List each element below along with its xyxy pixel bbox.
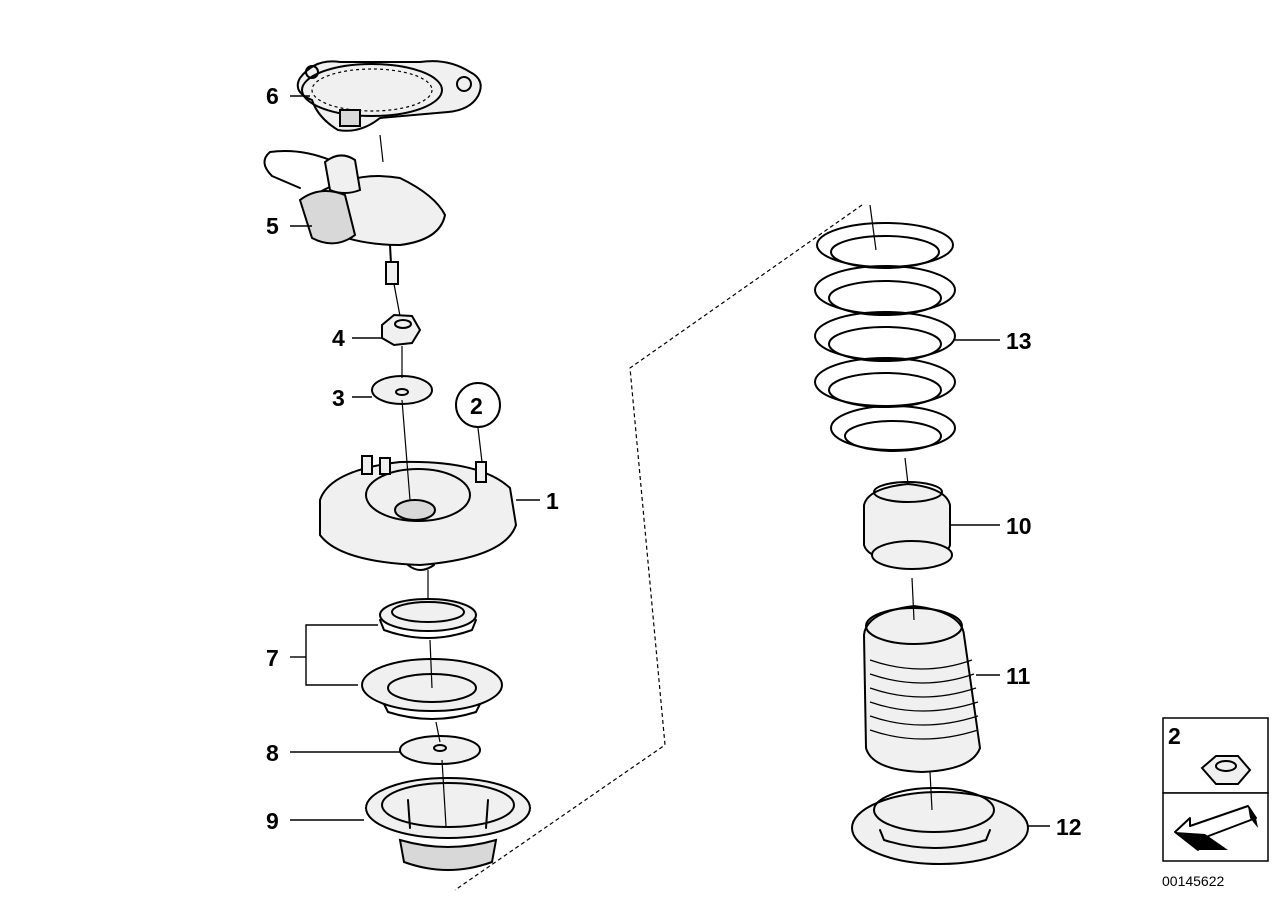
callout-13: 13 — [1006, 328, 1032, 354]
part-4-nut — [381, 313, 422, 347]
inset-panel: 2 — [1162, 717, 1269, 862]
part-8-washer — [399, 735, 481, 765]
callout-4: 4 — [332, 325, 345, 351]
part-2-stud-callout — [455, 382, 501, 463]
part-9-spring-seat — [365, 777, 531, 871]
callout-5: 5 — [266, 213, 279, 239]
callout-2: 2 — [470, 393, 483, 419]
callout-10: 10 — [1006, 513, 1032, 539]
inset-nut-icon — [1200, 755, 1252, 785]
part-3-washer — [371, 375, 433, 405]
part-12-spring-pad — [851, 787, 1029, 865]
part-10-bump-stop — [863, 481, 953, 570]
callout-8: 8 — [266, 740, 279, 766]
callout-9: 9 — [266, 808, 279, 834]
callout-6: 6 — [266, 83, 279, 109]
leader-lines — [290, 95, 1050, 827]
part-7-bearing-lower — [361, 658, 503, 720]
inset-label: 2 — [1168, 723, 1181, 749]
part-13-coil-spring — [814, 222, 956, 452]
part-6-sensor-plate — [296, 60, 482, 132]
callout-3: 3 — [332, 385, 345, 411]
callout-12: 12 — [1056, 814, 1082, 840]
assembly-boundary-line — [454, 204, 863, 891]
callout-1: 1 — [546, 488, 559, 514]
part-7-bearing-upper — [379, 598, 477, 639]
callout-7: 7 — [266, 645, 279, 671]
direction-arrow-icon — [1174, 805, 1258, 851]
part-11-dust-boot — [862, 604, 982, 774]
part-1-strut-mount — [319, 455, 518, 571]
document-id: 00145622 — [1162, 873, 1225, 889]
part-5-sensor-module — [263, 150, 447, 285]
callout-11: 11 — [1006, 663, 1031, 689]
